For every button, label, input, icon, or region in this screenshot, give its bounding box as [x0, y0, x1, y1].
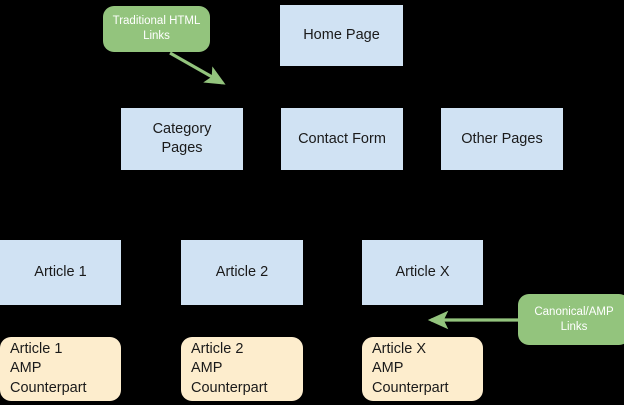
node-article-1-amp-counterpart[interactable]: Article 1 AMP Counterpart: [0, 337, 121, 401]
node-home-page[interactable]: Home Page: [280, 5, 403, 66]
node-article-2[interactable]: Article 2: [181, 240, 303, 305]
arrow-traditional-html-links: [169, 51, 226, 85]
callout-traditional-html-links[interactable]: Traditional HTML Links: [103, 6, 210, 52]
callout-canonical-amp-links[interactable]: Canonical/AMP Links: [518, 294, 624, 345]
node-contact-form[interactable]: Contact Form: [281, 108, 403, 170]
node-article-x[interactable]: Article X: [362, 240, 483, 305]
node-article-1[interactable]: Article 1: [0, 240, 121, 305]
node-category-pages[interactable]: Category Pages: [121, 108, 243, 170]
node-article-2-amp-counterpart[interactable]: Article 2 AMP Counterpart: [181, 337, 303, 401]
node-other-pages[interactable]: Other Pages: [441, 108, 563, 170]
node-article-x-amp-counterpart[interactable]: Article X AMP Counterpart: [362, 337, 483, 401]
